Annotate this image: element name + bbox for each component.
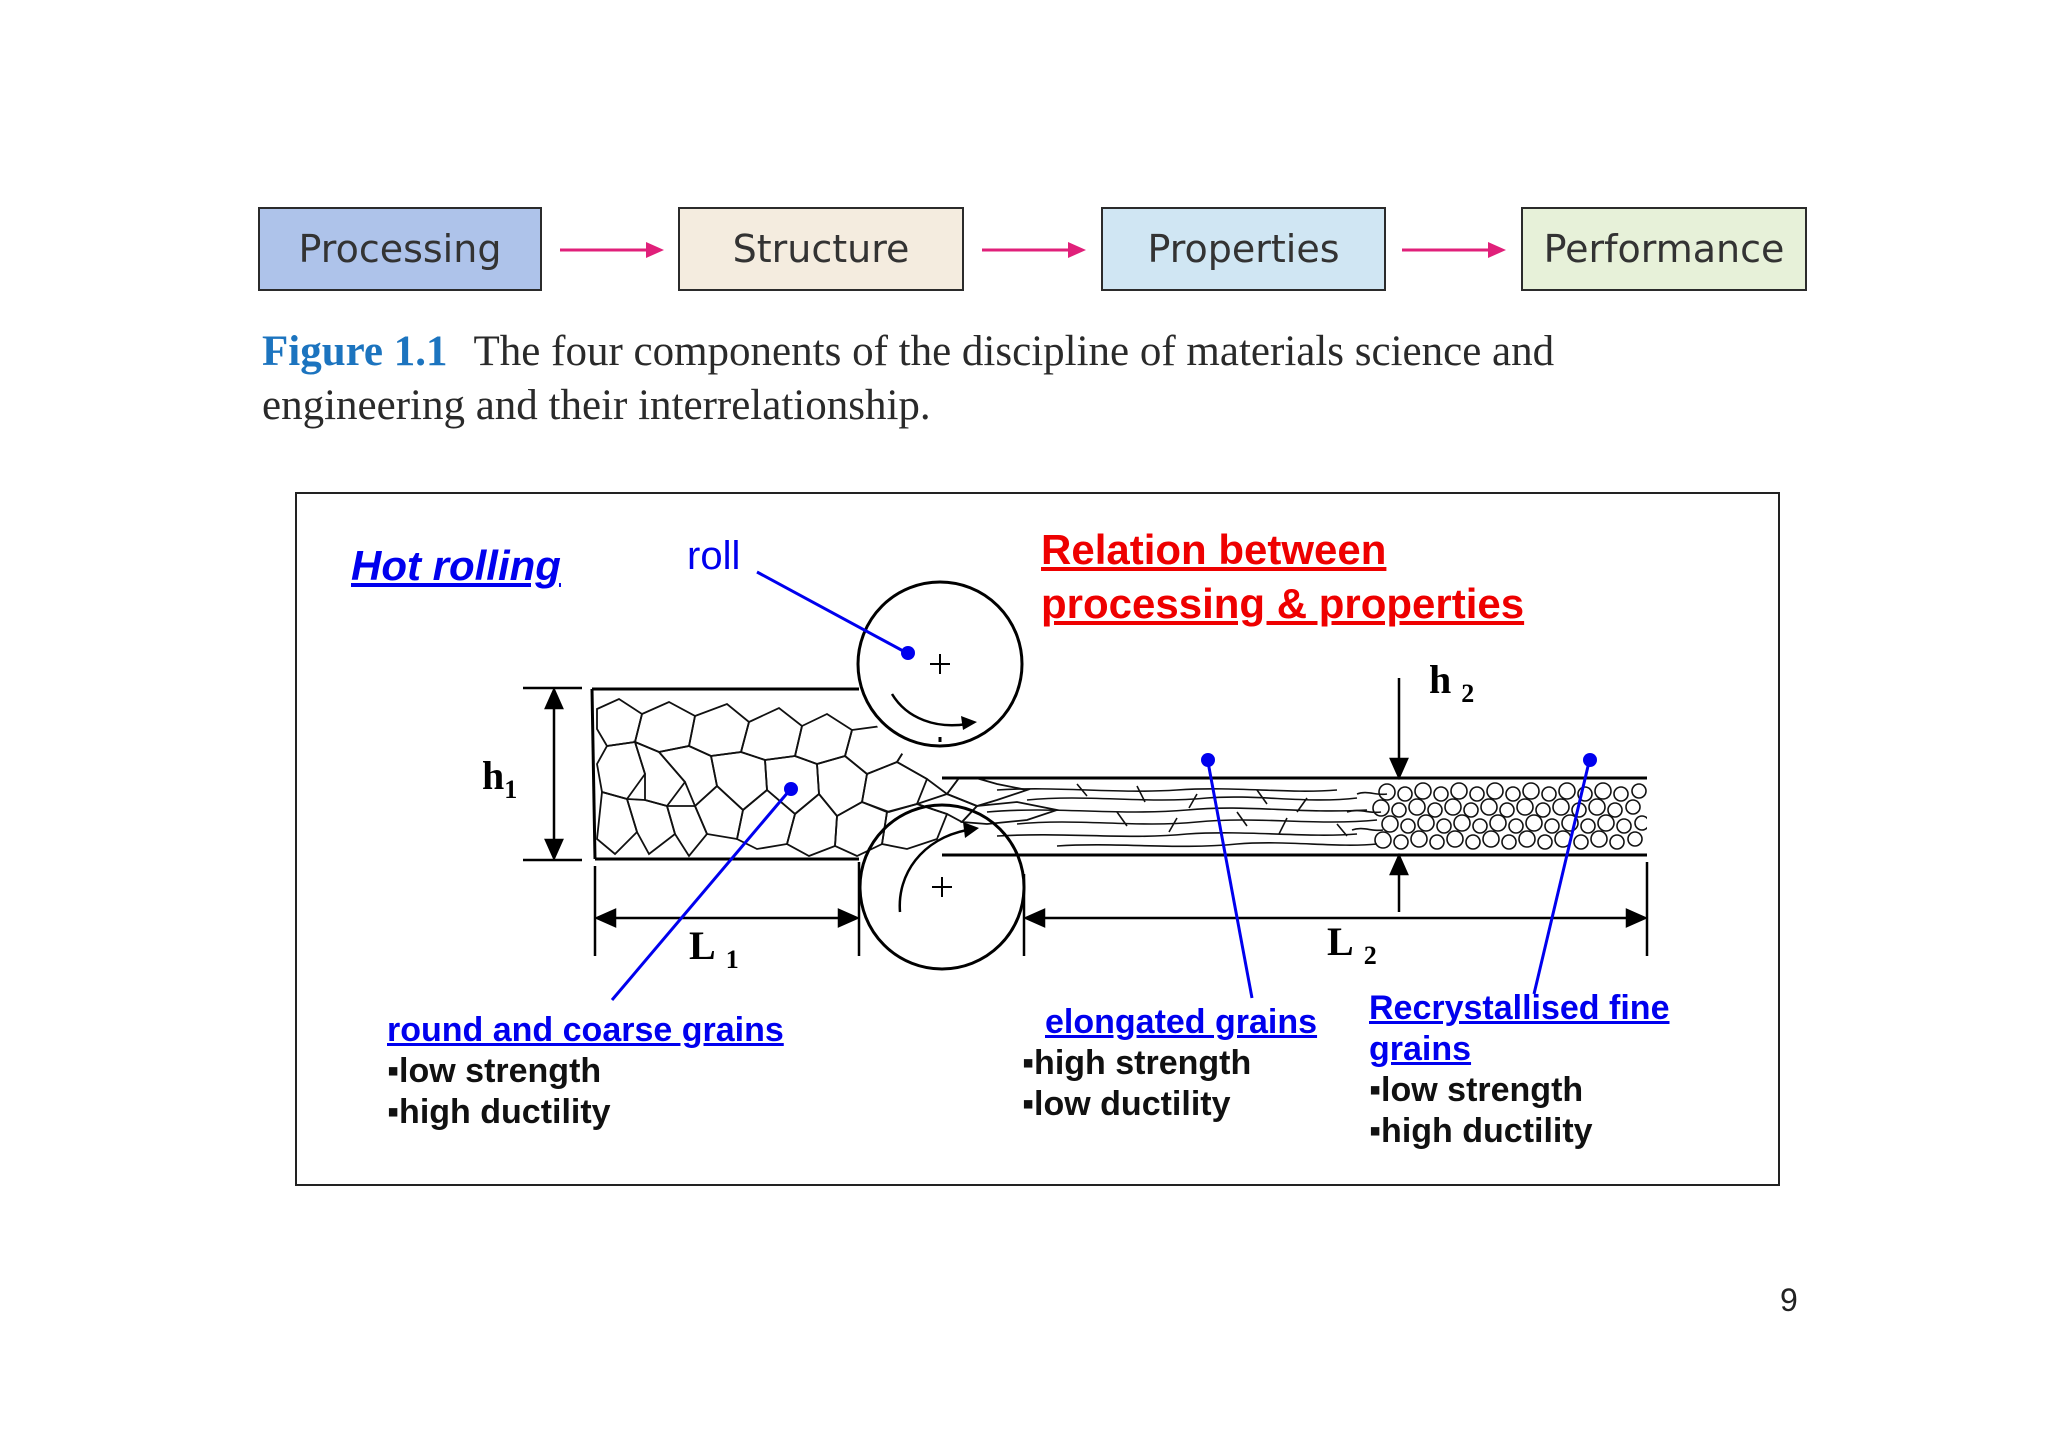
h2-symbol: h <box>1429 657 1452 702</box>
flow-box-structure: Structure <box>678 207 964 291</box>
elongated-grains <box>986 783 1378 848</box>
figure-label: Figure 1.1 <box>262 328 448 375</box>
flow-arrow-1 <box>560 242 664 258</box>
coarse-grains-group: round and coarse grains ▪low strength ▪h… <box>387 1010 784 1133</box>
flow-box-processing: Processing <box>258 207 542 291</box>
flow-box-label: Properties <box>1147 227 1340 271</box>
recrystallised-title-line1: Recrystallised fine <box>1369 989 1670 1027</box>
flow-box-properties: Properties <box>1101 207 1386 291</box>
roll-label: roll <box>687 534 741 578</box>
upper-roll <box>856 580 1024 748</box>
flow-box-label: Processing <box>298 227 502 271</box>
hot-rolling-title: Hot rolling <box>351 542 561 589</box>
page-number: 9 <box>1780 1282 1798 1318</box>
fine-grains <box>1346 782 1647 850</box>
recrystallised-bullet-1: ▪low strength <box>1369 1071 1584 1109</box>
coarse-grains <box>596 697 1061 858</box>
l1-subscript: 1 <box>725 945 739 974</box>
label-l1: L 1 <box>689 922 739 975</box>
l2-subscript: 2 <box>1363 941 1377 970</box>
coarse-grains-title: round and coarse grains <box>387 1011 784 1049</box>
coarse-bullet-1: ▪low strength <box>387 1052 602 1090</box>
h1-subscript: 1 <box>504 775 518 804</box>
dimension-h1 <box>523 686 582 862</box>
flow-box-label: Structure <box>732 227 910 271</box>
relation-title-line2: processing & properties <box>1041 580 1525 627</box>
l2-symbol: L <box>1327 919 1354 964</box>
lower-roll <box>858 803 1026 971</box>
dimension-l2 <box>1022 862 1649 956</box>
label-h2: h 2 <box>1429 656 1474 709</box>
label-h1: h1 <box>482 752 517 805</box>
label-l2: L 2 <box>1327 918 1377 971</box>
dimension-h2 <box>1389 678 1409 912</box>
recrystallised-grains-group: Recrystallised fine grains ▪low strength… <box>1369 988 1669 1152</box>
plate-outline <box>590 687 1647 861</box>
coarse-bullet-2: ▪high ductility <box>387 1093 611 1131</box>
elongated-bullet-2: ▪low ductility <box>1022 1085 1231 1123</box>
flow-arrow-3 <box>1402 242 1506 258</box>
caption-text: The four components of the discipline of… <box>262 328 1555 429</box>
elongated-grains-group: elongated grains ▪high strength ▪low duc… <box>1022 1002 1317 1125</box>
recrystallised-title-line2: grains <box>1369 1030 1472 1068</box>
h1-symbol: h <box>482 753 505 798</box>
elongated-bullet-1: ▪high strength <box>1022 1044 1252 1082</box>
rolling-diagram <box>523 570 1649 1001</box>
flow-box-label: Performance <box>1543 227 1785 271</box>
dimension-l1 <box>593 862 861 956</box>
flow-box-performance: Performance <box>1521 207 1807 291</box>
hot-rolling-panel: Hot rolling roll Relation between proces… <box>295 492 1780 1186</box>
leader-lines <box>610 570 1597 1001</box>
h2-subscript: 2 <box>1461 679 1475 708</box>
relation-title-line1: Relation between <box>1041 526 1387 573</box>
elongated-grains-title: elongated grains <box>1045 1003 1318 1041</box>
recrystallised-bullet-2: ▪high ductility <box>1369 1112 1593 1150</box>
l1-symbol: L <box>689 923 716 968</box>
flow-arrow-2 <box>982 242 1086 258</box>
